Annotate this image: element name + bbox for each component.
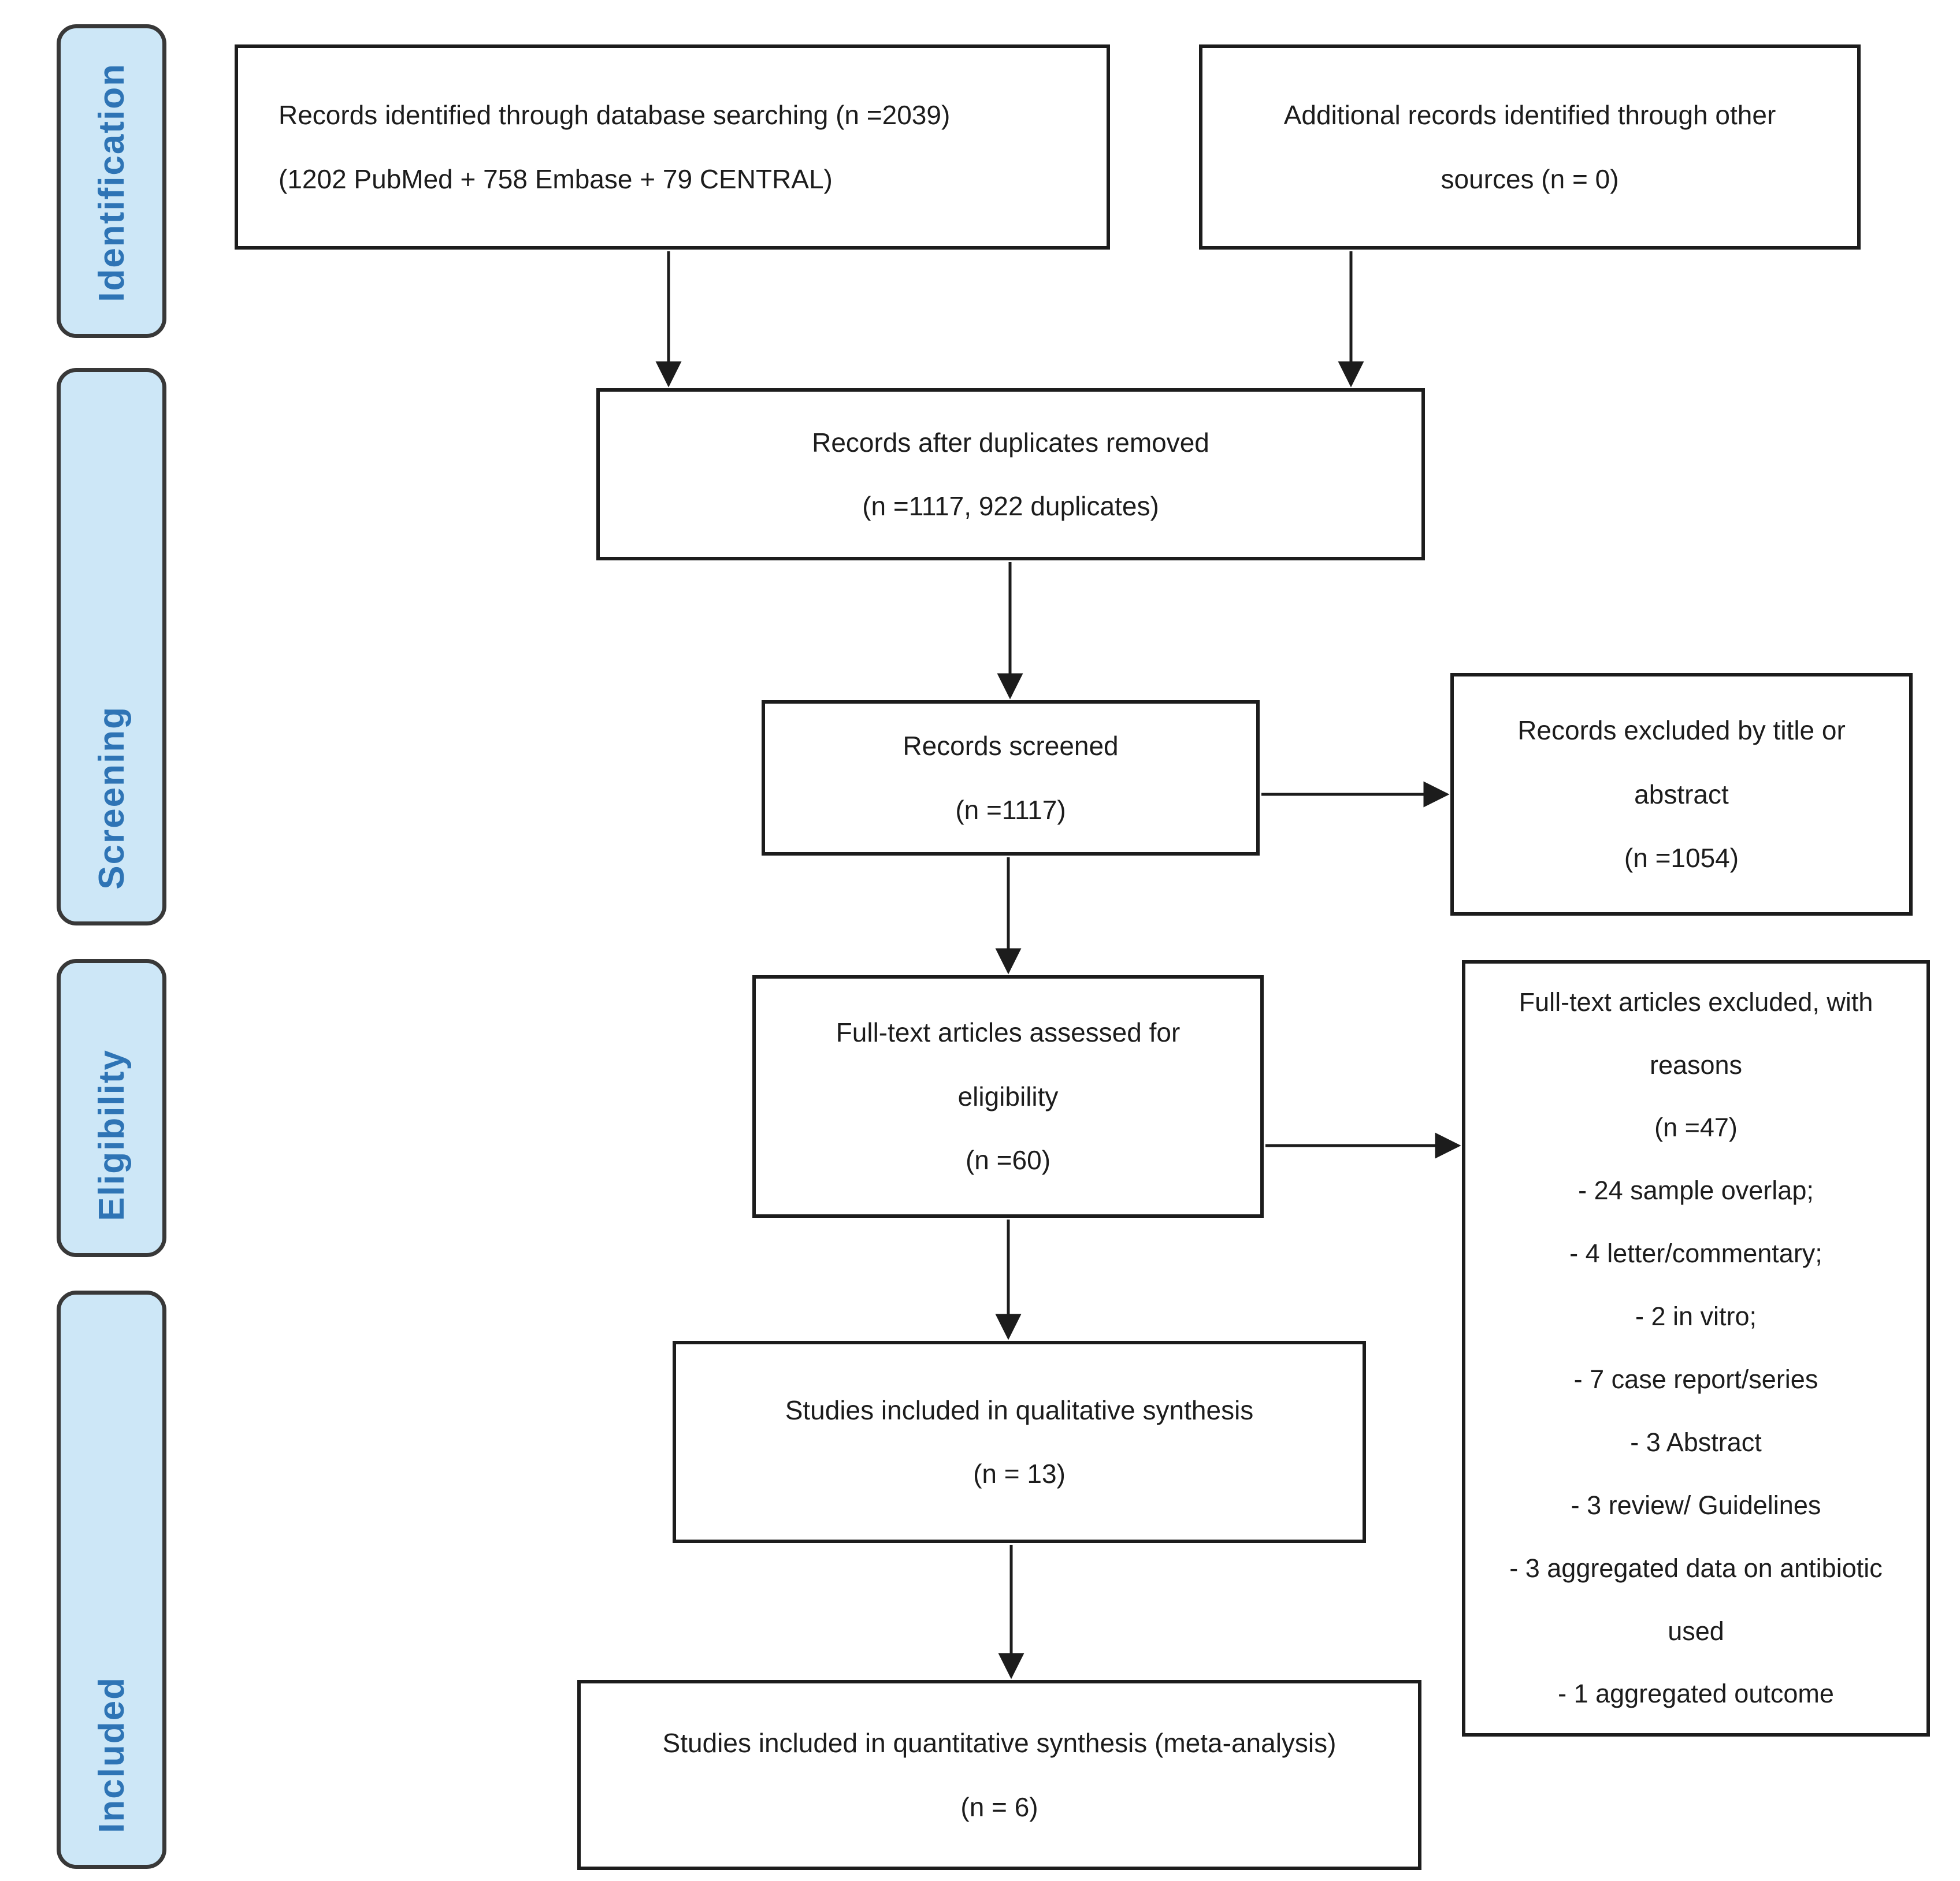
stage-identification-label: Identification — [91, 63, 132, 302]
box-line: (n =1054) — [1624, 843, 1739, 873]
box-line: - 2 in vitro; — [1635, 1302, 1757, 1332]
box-line: (n = 6) — [960, 1791, 1038, 1822]
box-line: (n = 13) — [973, 1459, 1066, 1489]
flow-box-duplicates-removed: Records after duplicates removed (n =111… — [596, 388, 1425, 560]
stage-eligibility: Eligibility — [57, 959, 166, 1257]
box-line: - 3 review/ Guidelines — [1571, 1490, 1821, 1520]
flow-box-qualitative-synthesis: Studies included in qualitative synthesi… — [673, 1341, 1366, 1543]
box-line: - 1 aggregated outcome — [1558, 1679, 1834, 1709]
box-line: (n =1117, 922 duplicates) — [862, 491, 1159, 521]
flow-box-quantitative-synthesis: Studies included in quantitative synthes… — [577, 1680, 1421, 1870]
box-line: - 3 aggregated data on antibiotic — [1509, 1553, 1883, 1583]
box-line: eligibility — [957, 1081, 1059, 1112]
box-line: Additional records identified through ot… — [1283, 100, 1776, 131]
flow-box-additional-records: Additional records identified through ot… — [1199, 44, 1861, 250]
stage-screening-label: Screening — [91, 706, 132, 890]
flow-box-full-text-excluded: Full-text articles excluded, with reason… — [1462, 960, 1930, 1737]
box-line: Full-text articles assessed for — [836, 1017, 1181, 1048]
flow-box-full-text-assessed: Full-text articles assessed for eligibil… — [752, 975, 1264, 1218]
box-line: reasons — [1649, 1050, 1743, 1080]
box-line: (n =1117) — [955, 794, 1066, 825]
box-line: - 7 case report/series — [1573, 1365, 1818, 1394]
box-line: - 4 letter/commentary; — [1569, 1239, 1822, 1269]
box-line: sources (n = 0) — [1441, 163, 1619, 194]
box-line: Full-text articles excluded, with — [1519, 987, 1873, 1017]
flow-box-records-identified: Records identified through database sear… — [235, 44, 1110, 250]
box-line: abstract — [1634, 779, 1729, 809]
stage-included-label: Included — [91, 1676, 132, 1833]
box-line: used — [1668, 1616, 1724, 1646]
box-line: - 24 sample overlap; — [1578, 1176, 1814, 1206]
box-line: (n =60) — [965, 1145, 1051, 1176]
box-line: Records screened — [903, 731, 1119, 761]
flow-box-records-screened: Records screened (n =1117) — [762, 700, 1260, 856]
flow-box-records-excluded: Records excluded by title or abstract (n… — [1450, 673, 1913, 916]
stage-identification: Identification — [57, 24, 166, 338]
box-line: Records after duplicates removed — [812, 427, 1209, 458]
box-line: - 3 Abstract — [1630, 1427, 1762, 1457]
stage-screening: Screening — [57, 368, 166, 925]
box-line: Records identified through database sear… — [279, 100, 951, 131]
box-line: (1202 PubMed + 758 Embase + 79 CENTRAL) — [279, 163, 833, 194]
box-line: (n =47) — [1654, 1113, 1738, 1143]
stage-included: Included — [57, 1291, 166, 1869]
box-line: Studies included in quantitative synthes… — [662, 1728, 1337, 1759]
box-line: Records excluded by title or — [1517, 715, 1846, 746]
stage-eligibility-label: Eligibility — [91, 1049, 132, 1221]
box-line: Studies included in qualitative synthesi… — [785, 1395, 1254, 1425]
